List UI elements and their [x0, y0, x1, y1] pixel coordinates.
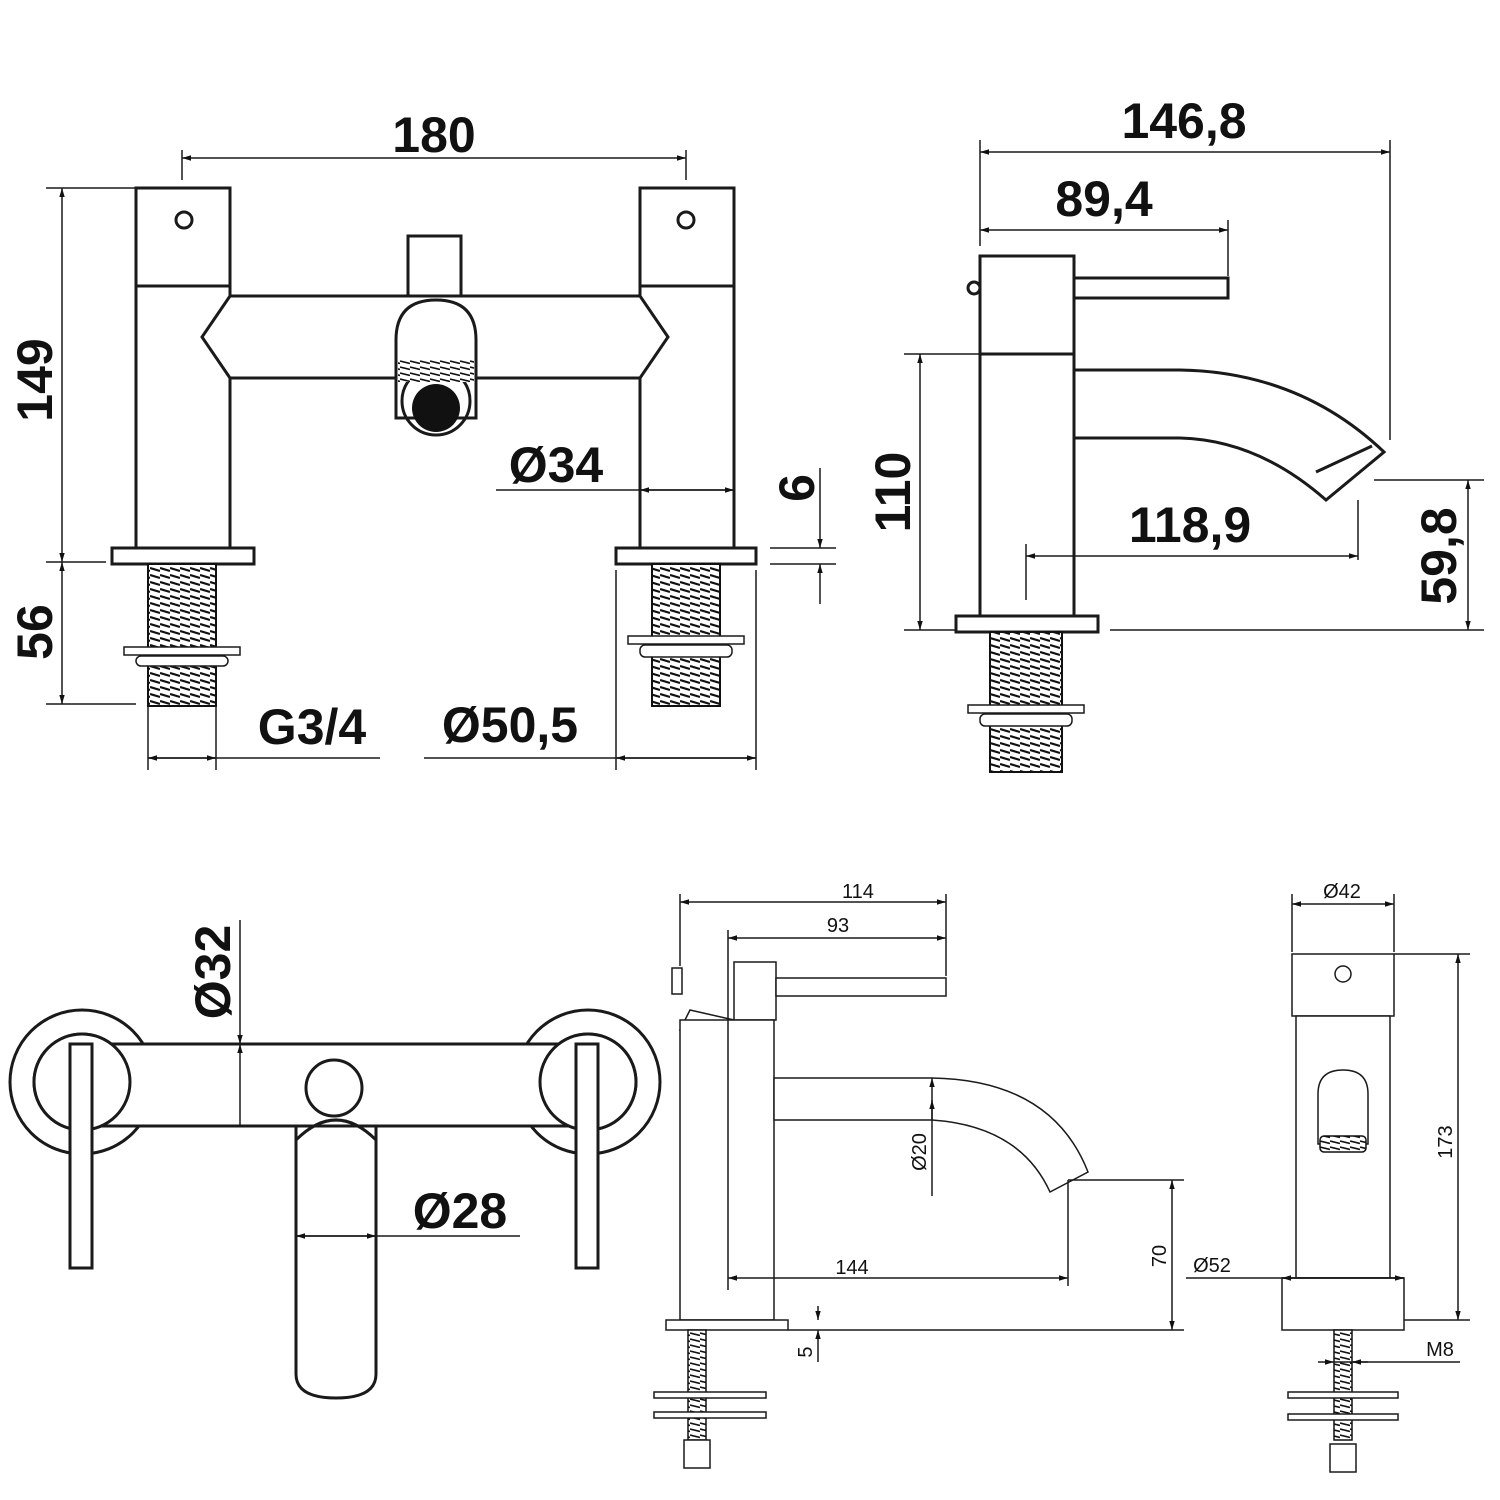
dim-small-overall: 114 [842, 881, 874, 903]
dim-bath-plate: 6 [769, 474, 825, 502]
dim-small-spout-dia: Ø20 [909, 1133, 931, 1171]
dim-small-plate: 5 [795, 1346, 817, 1357]
dim-basin-overall: 146,8 [1121, 93, 1246, 149]
dim-bath-shank: 56 [7, 604, 63, 660]
dim-basin-reach: 118,9 [1129, 497, 1251, 553]
dim-bath-thread: G3/4 [258, 699, 367, 755]
dim-bath-base-dia: Ø50,5 [442, 697, 578, 753]
dim-bath-width: 180 [392, 107, 475, 163]
dim-small-reach: 144 [835, 1257, 868, 1279]
basin-mixer-side-view: 114 93 Ø20 144 70 5 [653, 881, 1184, 1469]
bath-mixer-top-view: Ø32 Ø28 [8, 920, 662, 1400]
bath-mixer-front-view: 180 149 56 Ø34 6 G3/4 Ø50,5 [7, 107, 836, 770]
dim-front-base-dia: Ø52 [1193, 1255, 1231, 1277]
dim-basin-height: 110 [865, 452, 921, 533]
dim-front-top-dia: Ø42 [1323, 881, 1361, 903]
dim-bath-spout-dia-top: Ø28 [413, 1183, 508, 1239]
dim-front-thread: M8 [1426, 1339, 1454, 1361]
dim-bath-spout-dia: Ø34 [509, 437, 604, 493]
dim-bath-body-dia: Ø32 [185, 925, 241, 1020]
dim-basin-spout-height: 59,8 [1411, 507, 1467, 604]
dim-front-height: 173 [1435, 1125, 1457, 1158]
dim-bath-height: 149 [7, 338, 63, 421]
basin-mixer-front-view: Ø42 173 Ø52 M8 [1186, 881, 1470, 1473]
dim-small-spout-height: 70 [1149, 1245, 1171, 1267]
basin-mixer-side-large-view: 146,8 89,4 110 118,9 59,8 [865, 93, 1484, 773]
dim-basin-lever: 89,4 [1055, 171, 1153, 227]
dim-small-lever: 93 [827, 915, 849, 937]
